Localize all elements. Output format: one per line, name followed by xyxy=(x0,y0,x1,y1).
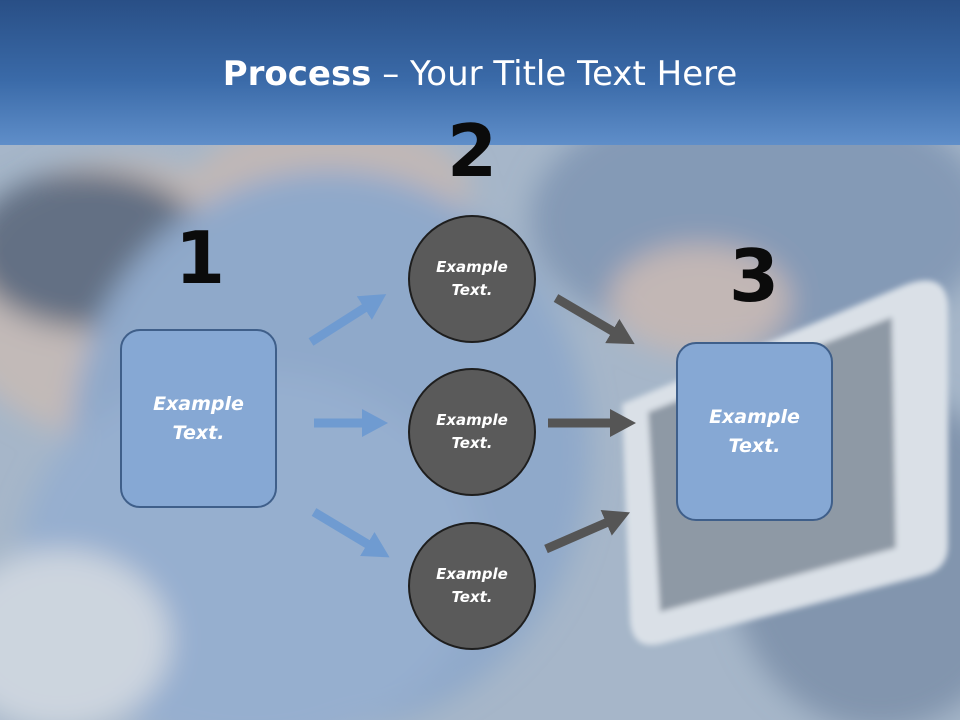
arrow-top-to-right xyxy=(553,294,635,345)
process-box-right-text: Example Text. xyxy=(709,405,800,457)
title-rest: – Your Title Text Here xyxy=(371,54,738,94)
step-number-1: 1 xyxy=(174,216,226,300)
step-number-2: 2 xyxy=(446,109,498,193)
process-box-left: Example Text. xyxy=(120,329,277,508)
process-box-right: Example Text. xyxy=(676,342,833,521)
process-circle-top-text: Example Text. xyxy=(436,258,508,299)
arrow-left-to-top xyxy=(308,294,387,346)
step-number-3: 3 xyxy=(728,234,780,318)
process-circle-bottom: Example Text. xyxy=(408,522,536,650)
title-band: Process – Your Title Text Here xyxy=(0,0,960,145)
arrow-bottom-to-right xyxy=(544,509,631,554)
process-circle-top: Example Text. xyxy=(408,215,536,343)
arrow-left-to-bottom xyxy=(311,508,390,558)
slide-title: Process – Your Title Text Here xyxy=(0,52,960,96)
process-box-left-text: Example Text. xyxy=(153,392,244,444)
title-bold: Process xyxy=(222,54,372,94)
process-circle-bottom-text: Example Text. xyxy=(436,565,508,606)
process-circle-middle: Example Text. xyxy=(408,368,536,496)
process-circle-middle-text: Example Text. xyxy=(436,411,508,452)
